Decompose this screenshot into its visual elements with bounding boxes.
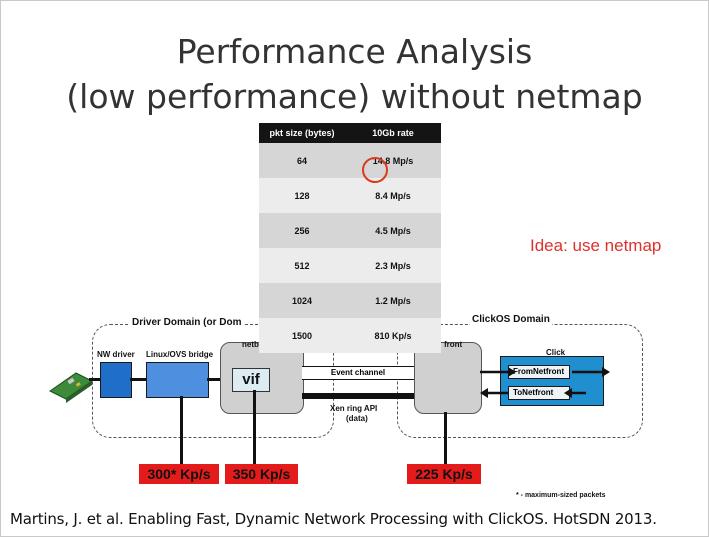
- packet-rate-table: pkt size (bytes) 10Gb rate 64 14.8 Mp/s …: [259, 123, 441, 353]
- pkt-size-cell: 256: [259, 213, 345, 248]
- rate-cell: 4.5 Mp/s: [345, 213, 441, 248]
- table-row: 128 8.4 Mp/s: [259, 178, 441, 213]
- nw-driver-box: [100, 362, 132, 398]
- nw-driver-label: NW driver: [97, 350, 135, 359]
- pkt-size-cell: 128: [259, 178, 345, 213]
- xen-ring-label: Xen ring API: [330, 404, 378, 413]
- click-flow-arrows: [480, 367, 610, 398]
- event-channel: Event channel: [302, 366, 414, 380]
- netfront-label: front: [444, 340, 463, 349]
- rate-cell: 1.2 Mp/s: [345, 283, 441, 318]
- pkt-size-cell: 512: [259, 248, 345, 283]
- driver-domain-label: Driver Domain (or Dom: [130, 317, 244, 328]
- idea-text: Idea: use netmap: [530, 236, 662, 255]
- nic-to-driver-link: [89, 378, 100, 381]
- nic-card-icon: [49, 372, 93, 403]
- vif-box: vif: [232, 368, 270, 392]
- click-label: Click: [546, 348, 566, 357]
- rate-cell: 2.3 Mp/s: [345, 248, 441, 283]
- rate-tag-clickos: 225 Kp/s: [407, 464, 481, 484]
- rate-cell: 810 Kp/s: [345, 318, 441, 353]
- rate-cell: 14.8 Mp/s: [345, 143, 441, 178]
- pkt-size-cell: 1024: [259, 283, 345, 318]
- clickos-domain-label: ClickOS Domain: [470, 314, 552, 325]
- from-netfront-element: FromNetfront: [508, 365, 570, 379]
- table-header-row: pkt size (bytes) 10Gb rate: [259, 123, 441, 143]
- table-row: 256 4.5 Mp/s: [259, 213, 441, 248]
- clickos-measure-line: [444, 412, 447, 464]
- pkt-size-cell: 1500: [259, 318, 345, 353]
- table-row: 512 2.3 Mp/s: [259, 248, 441, 283]
- netback-label: netb: [242, 340, 259, 349]
- bridge-measure-line: [180, 396, 183, 464]
- rate-cell: 8.4 Mp/s: [345, 178, 441, 213]
- rate-tag-vif: 350 Kp/s: [225, 464, 298, 484]
- rate-tag-bridge: 300* Kp/s: [139, 464, 219, 484]
- driver-to-bridge-link: [130, 378, 146, 381]
- footnote: * - maximum-sized packets: [516, 492, 606, 499]
- bridge-box: [146, 362, 209, 398]
- table-row: 1024 1.2 Mp/s: [259, 283, 441, 318]
- header-pkt-size: pkt size (bytes): [259, 123, 345, 143]
- slide-title-line1: Performance Analysis: [176, 32, 533, 71]
- table-row: 1500 810 Kp/s: [259, 318, 441, 353]
- xen-ring-sublabel: (data): [346, 414, 368, 423]
- to-netfront-element: ToNetfront: [508, 386, 570, 400]
- slide-title-line2: (low performance) without netmap: [66, 77, 643, 116]
- vif-measure-line: [253, 390, 256, 464]
- citation: Martins, J. et al. Enabling Fast, Dynami…: [10, 510, 657, 528]
- netfront-box: [414, 342, 482, 414]
- header-10gb-rate: 10Gb rate: [345, 123, 441, 143]
- bridge-label: Linux/OVS bridge: [146, 350, 214, 359]
- highlight-circle: [362, 157, 388, 183]
- bridge-to-vif-link: [207, 378, 232, 381]
- table-row: 64 14.8 Mp/s: [259, 143, 441, 178]
- xen-ring-bar: [302, 393, 414, 399]
- pkt-size-cell: 64: [259, 143, 345, 178]
